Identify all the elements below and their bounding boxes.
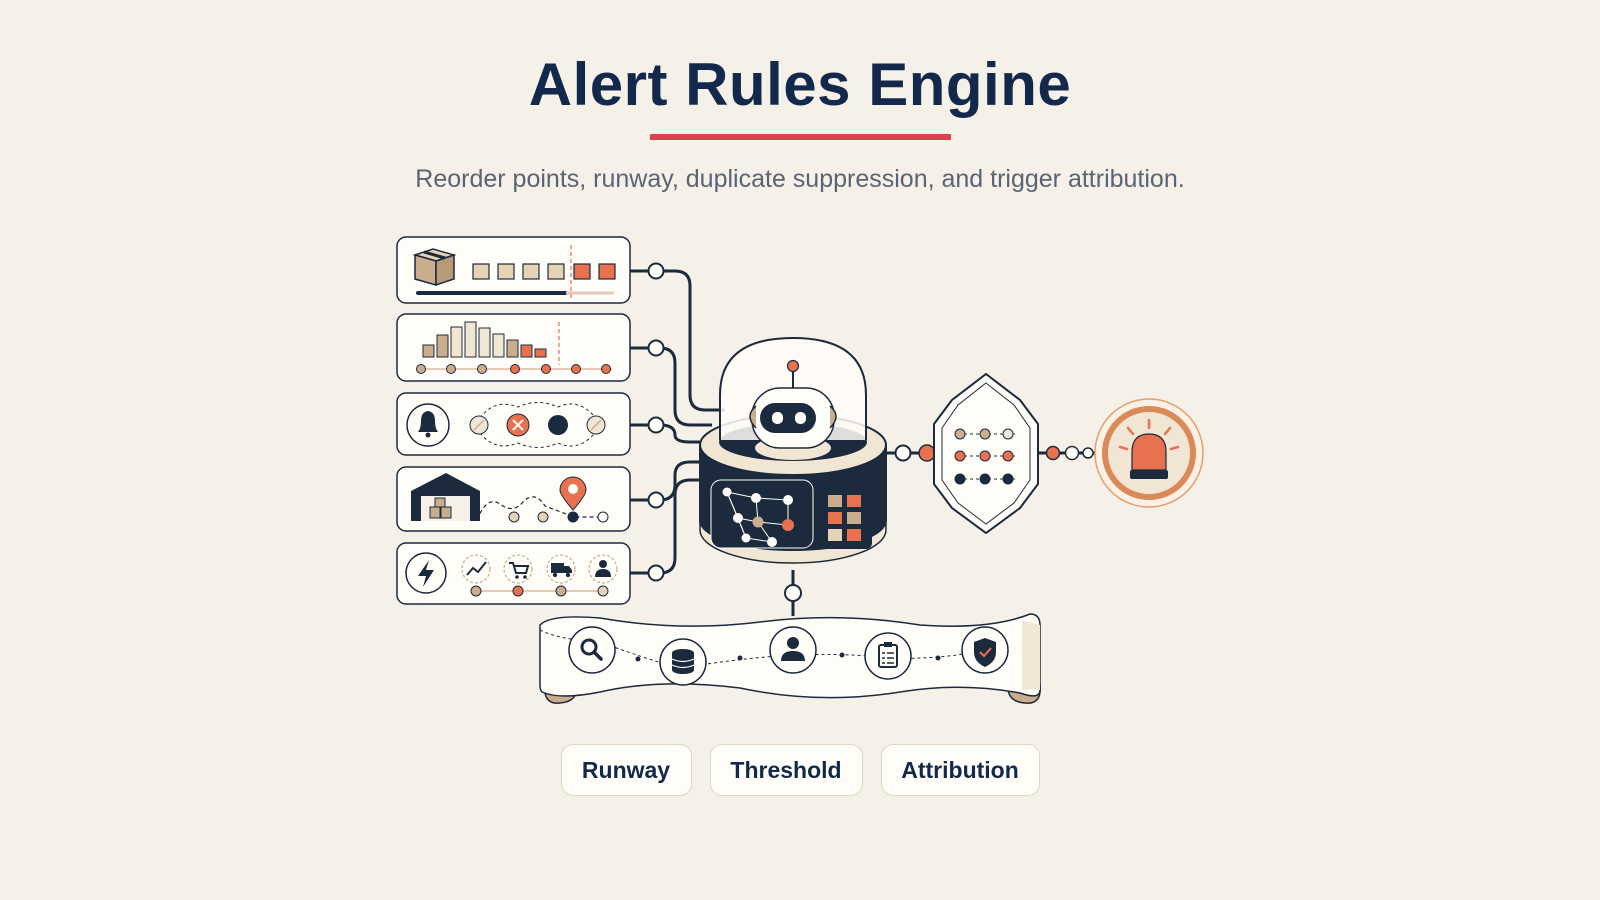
attribution-button[interactable]: Attribution <box>880 744 1040 796</box>
lightning-icon <box>405 552 447 594</box>
threshold-button[interactable]: Threshold <box>709 744 863 796</box>
search-icon <box>580 638 603 661</box>
siren-icon <box>1094 398 1204 508</box>
input-connectors <box>630 269 725 575</box>
clipboard-icon <box>878 642 898 668</box>
rule-type-buttons: Runway Threshold Attribution <box>0 744 1600 796</box>
panel-duplicate-suppression <box>396 392 631 456</box>
panel-trigger-sources <box>396 542 631 605</box>
database-icon <box>671 649 695 674</box>
attribution-banner <box>539 613 1041 704</box>
person-icon <box>595 560 611 577</box>
rules-engine <box>699 336 887 564</box>
trend-icon <box>466 561 487 576</box>
user-icon <box>781 637 805 661</box>
page-title: Alert Rules Engine <box>528 51 1072 118</box>
panel-stock-level <box>396 236 631 304</box>
runway-button[interactable]: Runway <box>560 744 692 796</box>
filter-grid-icon <box>933 372 1039 535</box>
page-subtitle: Reorder points, runway, duplicate suppre… <box>415 165 1185 193</box>
truck-icon <box>551 563 572 578</box>
panel-supplier-leadtime <box>396 466 631 532</box>
panel-demand-history <box>396 313 631 382</box>
robot-icon <box>749 359 837 460</box>
warehouse-icon <box>411 473 480 521</box>
input-connector-nodes <box>647 262 665 582</box>
bar-chart-icon <box>422 321 547 358</box>
location-pin-icon <box>559 476 587 511</box>
title-underline <box>650 134 951 140</box>
box-icon <box>412 248 457 287</box>
bell-icon <box>406 403 450 447</box>
shield-check-icon <box>974 638 996 667</box>
cart-icon <box>509 562 530 579</box>
